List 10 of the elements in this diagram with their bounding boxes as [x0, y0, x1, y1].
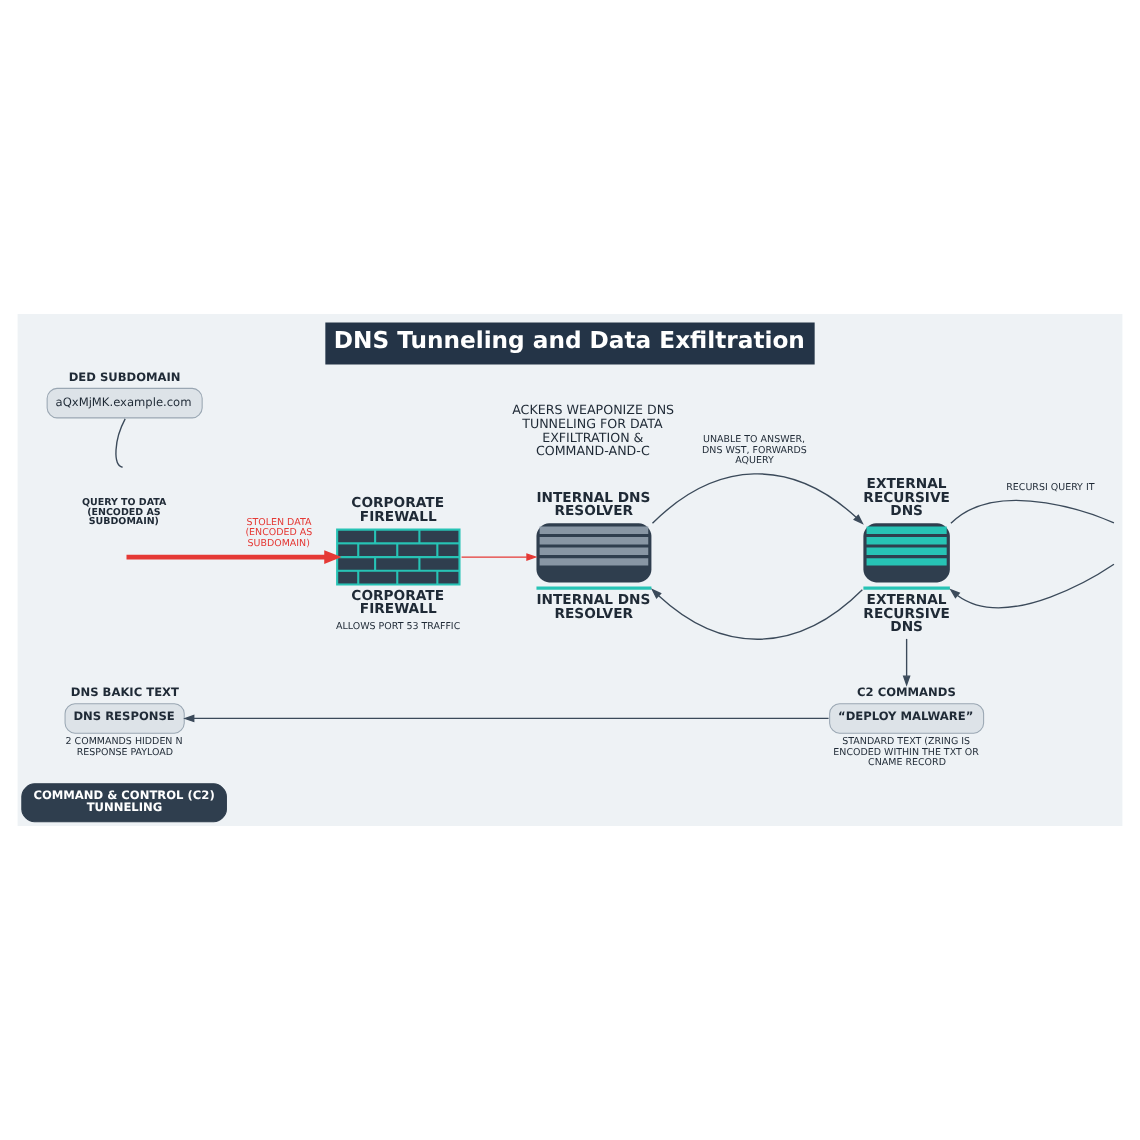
connector	[950, 499, 1115, 524]
arrow	[650, 588, 863, 640]
diagram-title: DNS Tunneling and Data Exfiltration	[333, 326, 805, 355]
arrow	[460, 553, 538, 561]
arrow	[651, 473, 864, 525]
connector	[115, 418, 126, 468]
arrow	[902, 638, 911, 687]
arrow	[126, 550, 342, 564]
arrow	[949, 563, 1115, 609]
arrow	[183, 714, 830, 723]
